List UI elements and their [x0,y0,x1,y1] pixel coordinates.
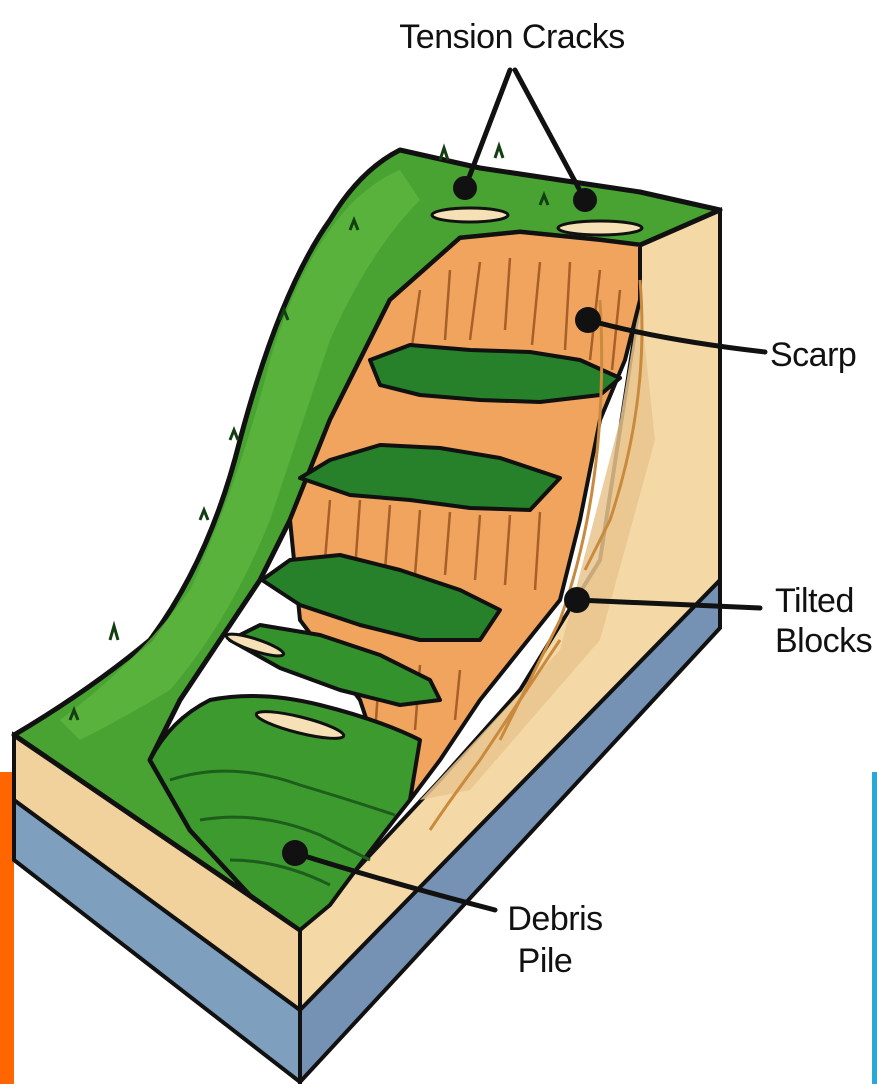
crack-lens-2 [558,221,642,235]
label-tension-cracks: Tension Cracks [399,18,624,56]
left-accent-bar [0,772,14,1084]
label-debris-line2: Pile [518,942,573,980]
label-debris-line1: Debris [507,900,602,938]
label-tilted-line2: Blocks [775,622,872,660]
label-tilted-line1: Tilted [775,582,854,620]
crack-lens-1 [432,208,508,222]
label-scarp: Scarp [770,336,856,374]
right-accent-bar [872,772,877,1084]
